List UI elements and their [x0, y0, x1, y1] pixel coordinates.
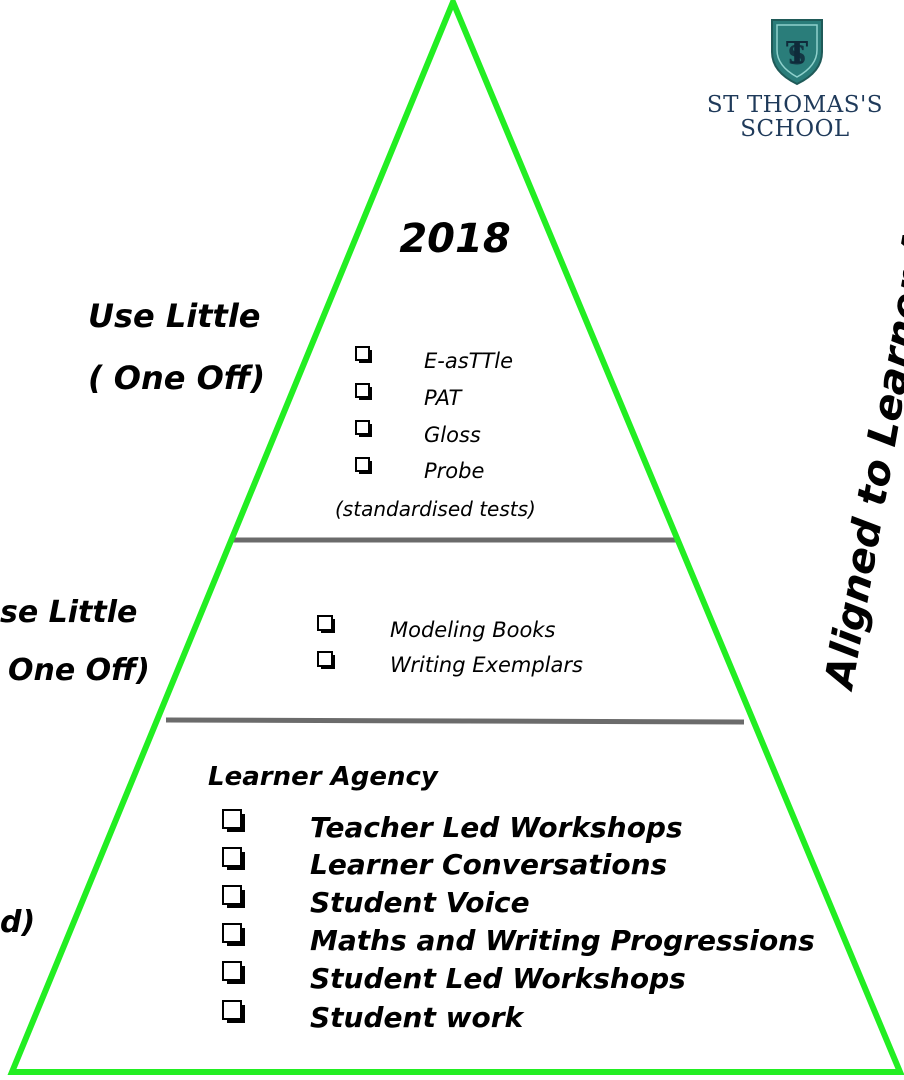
checkbox-icon: [222, 885, 242, 905]
section-divider-bottom: [165, 717, 745, 725]
list-item: Learner Conversations: [310, 848, 667, 881]
list-item: Student Voice: [310, 886, 530, 919]
checkbox-icon: [222, 847, 242, 867]
left-label-top-line2: ( One Off): [88, 359, 265, 397]
list-item: Maths and Writing Progressions: [310, 924, 815, 957]
checkbox-icon: [222, 1000, 242, 1020]
top-section-note: (standardised tests): [335, 497, 536, 521]
shield-crest-icon: T S: [771, 19, 823, 86]
bottom-section-heading: Learner Agency: [208, 762, 439, 792]
checkbox-icon: [222, 961, 242, 981]
svg-text:T: T: [786, 36, 809, 71]
school-logo: T S ST THOMAS'S SCHOOL: [707, 19, 883, 142]
logo-line-1: ST THOMAS'S: [707, 92, 883, 118]
top-section-list: E-asTTle PAT Gloss Probe (standardised t…: [335, 346, 536, 521]
checkbox-icon: [317, 615, 333, 631]
list-item: PAT: [424, 386, 463, 410]
list-item: Writing Exemplars: [390, 653, 583, 677]
checkbox-icon: [355, 420, 370, 435]
checkbox-icon: [222, 923, 242, 943]
left-label-middle-line1: se Little: [0, 595, 137, 630]
bottom-section-list: Learner Agency Teacher Led Workshops Lea…: [208, 762, 815, 1034]
list-item: Teacher Led Workshops: [310, 811, 683, 844]
list-item: Modeling Books: [390, 618, 555, 642]
left-label-bottom-line1: d): [0, 905, 35, 940]
checkbox-icon: [317, 651, 333, 667]
middle-section-list: Modeling Books Writing Exemplars: [317, 615, 583, 677]
checkbox-icon: [355, 346, 370, 361]
side-label-aligned: Aligned to Learner Agency: [816, 92, 904, 695]
left-label-top-line1: Use Little: [88, 297, 261, 335]
list-item: Gloss: [424, 423, 481, 447]
logo-line-2: SCHOOL: [740, 116, 849, 142]
svg-text:S: S: [788, 41, 807, 71]
list-item: Student work: [310, 1001, 525, 1034]
pyramid-triangle: [7, 0, 904, 1075]
checkbox-icon: [355, 457, 370, 472]
list-item: Probe: [424, 459, 484, 483]
list-item: Student Led Workshops: [310, 962, 686, 995]
list-item: E-asTTle: [424, 349, 513, 373]
year-label: 2018: [399, 216, 510, 262]
checkbox-icon: [355, 383, 370, 398]
checkbox-icon: [222, 809, 242, 829]
left-label-middle-line2: One Off): [8, 653, 150, 688]
